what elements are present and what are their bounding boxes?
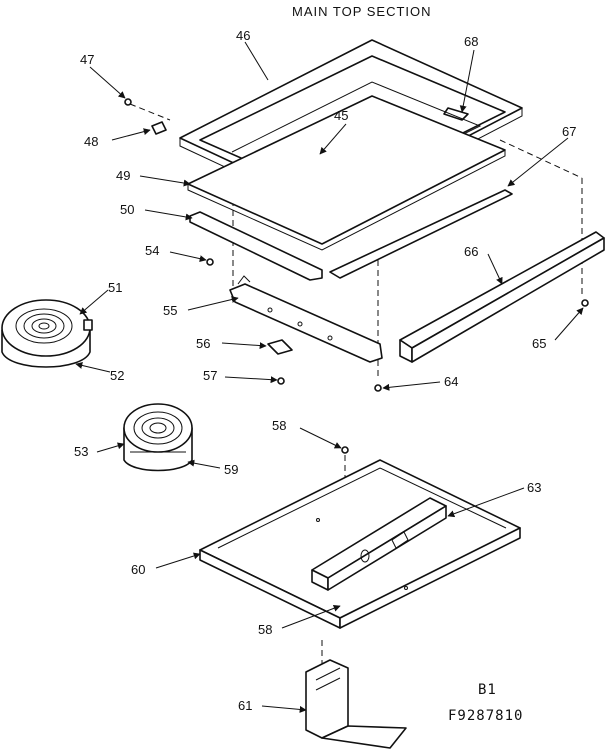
part-labels: 47 48 46 45 68 49 50 67 54 66 51 55 56 6… <box>74 28 576 713</box>
model-line-2: F9287810 <box>448 708 523 724</box>
screw-57 <box>277 377 285 385</box>
label-50: 50 <box>120 202 134 217</box>
label-55: 55 <box>163 303 177 318</box>
label-63: 63 <box>527 480 541 495</box>
label-59: 59 <box>224 462 238 477</box>
screw-54 <box>206 258 214 266</box>
clip-56 <box>267 339 293 355</box>
trim-strip-67 <box>329 189 513 279</box>
label-49: 49 <box>116 168 130 183</box>
label-67: 67 <box>562 124 576 139</box>
screws <box>124 98 589 608</box>
label-48: 48 <box>84 134 98 149</box>
channel-63 <box>311 497 447 591</box>
bracket-bar-55 <box>229 275 383 363</box>
label-66: 66 <box>464 244 478 259</box>
burner-small-53 <box>123 403 193 472</box>
label-54: 54 <box>145 243 159 258</box>
label-52: 52 <box>110 368 124 383</box>
model-line-1: B1 <box>478 682 497 698</box>
label-47: 47 <box>80 52 94 67</box>
label-51: 51 <box>108 280 122 295</box>
label-58a: 58 <box>272 418 286 433</box>
label-56: 56 <box>196 336 210 351</box>
label-65: 65 <box>532 336 546 351</box>
label-58b: 58 <box>258 622 272 637</box>
glass-49 <box>187 95 506 251</box>
screw-47 <box>124 98 132 106</box>
burner-large-51 <box>1 299 93 368</box>
diagram-title: MAIN TOP SECTION <box>292 4 432 19</box>
screw-65 <box>581 299 589 307</box>
label-60: 60 <box>131 562 145 577</box>
label-53: 53 <box>74 444 88 459</box>
clip-48 <box>151 121 167 135</box>
terminal-bracket-61 <box>305 659 407 749</box>
bottom-panel-60 <box>199 459 521 629</box>
trim-strip-50 <box>189 211 323 281</box>
label-64: 64 <box>444 374 458 389</box>
screw-64 <box>374 384 382 392</box>
label-68: 68 <box>464 34 478 49</box>
label-61: 61 <box>238 698 252 713</box>
screw-58a <box>341 446 349 454</box>
label-57: 57 <box>203 368 217 383</box>
label-46: 46 <box>236 28 250 43</box>
leader-lines <box>75 41 584 713</box>
side-rail-66 <box>399 231 605 363</box>
label-45: 45 <box>334 108 348 123</box>
